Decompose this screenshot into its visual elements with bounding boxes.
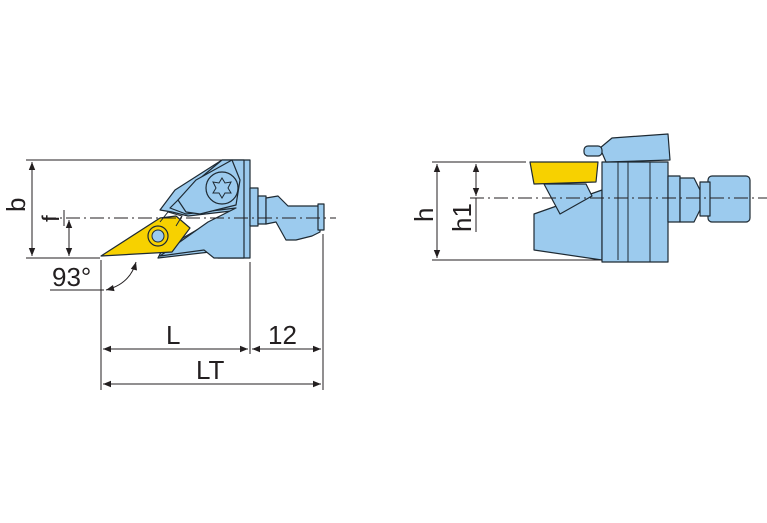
label-angle: 93° — [52, 262, 91, 292]
tool-holder-body — [157, 159, 325, 259]
label-b: b — [1, 198, 31, 212]
insert — [100, 211, 191, 257]
angle-arc — [105, 261, 137, 292]
label-L: L — [166, 320, 180, 350]
label-LT: LT — [196, 355, 225, 385]
tool-holder-body-side — [533, 133, 751, 263]
right-view: h h1 — [409, 133, 767, 263]
torx-screw-icon — [212, 177, 232, 199]
label-f: f — [38, 215, 65, 222]
left-view: b f 93° L 12 LT — [1, 159, 336, 390]
label-h: h — [409, 208, 439, 222]
label-12: 12 — [268, 320, 297, 350]
label-h1: h1 — [447, 203, 477, 232]
insert-side — [529, 161, 599, 185]
